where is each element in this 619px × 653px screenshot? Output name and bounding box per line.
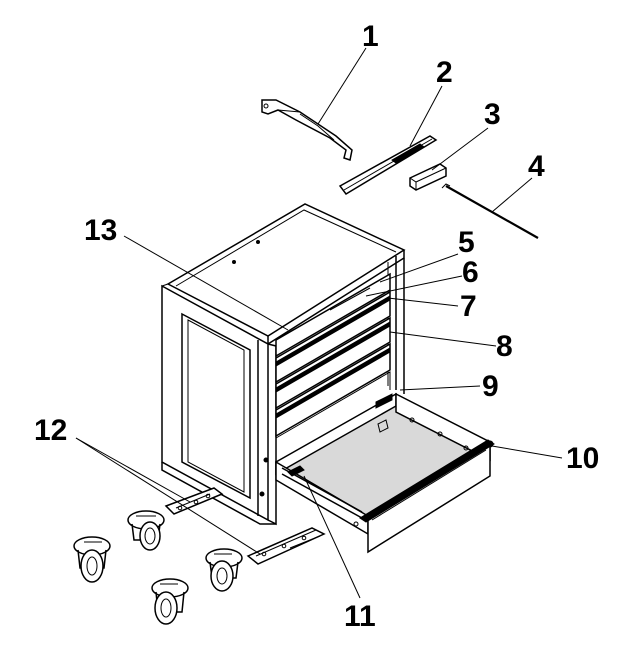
- caster-front-left: [127, 510, 165, 551]
- callout-8: 8: [496, 330, 513, 363]
- callout-4: 4: [528, 150, 545, 183]
- caster-rear-left: [73, 536, 111, 583]
- cabinet-drawers: [275, 272, 391, 439]
- open-drawer: [274, 392, 495, 554]
- cabinet-body: [161, 203, 406, 526]
- part-4-rod: [441, 183, 539, 239]
- callout-5: 5: [458, 226, 475, 259]
- leader-lines: [75, 47, 563, 599]
- callout-2: 2: [436, 56, 453, 89]
- callout-1: 1: [362, 20, 379, 53]
- caster-front-right: [205, 548, 243, 592]
- callout-13: 13: [84, 214, 117, 247]
- callout-7: 7: [460, 290, 477, 323]
- callout-10: 10: [566, 442, 599, 475]
- caster-plates: [164, 487, 326, 565]
- callout-11: 11: [344, 600, 376, 633]
- callout-9: 9: [482, 370, 499, 403]
- callouts: 1 2 3 4 5 6 7 8 9 10 11 12 13: [34, 20, 599, 633]
- caster-rear-right: [151, 578, 189, 625]
- part-3-bracket: [409, 163, 447, 191]
- callout-12: 12: [34, 414, 67, 447]
- part-2-rail: [338, 135, 438, 195]
- callout-6: 6: [462, 256, 479, 289]
- callout-3: 3: [484, 98, 501, 131]
- part-1-bracket: [261, 99, 353, 161]
